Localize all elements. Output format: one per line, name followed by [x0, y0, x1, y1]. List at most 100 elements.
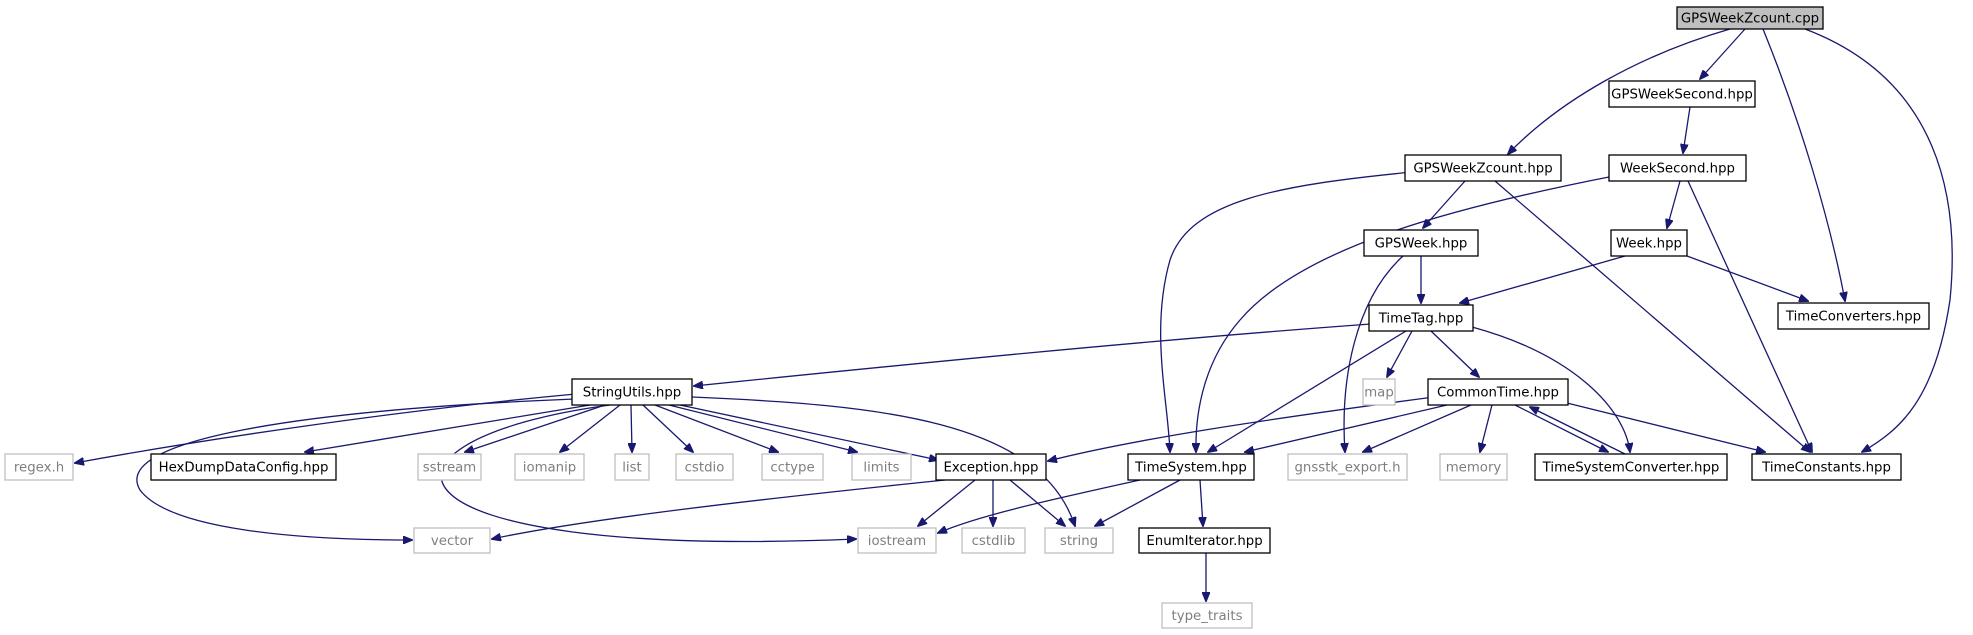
node-box [1608, 154, 1747, 182]
node-label: GPSWeekZcount.hpp [1413, 162, 1552, 177]
node-timetag-hpp[interactable]: TimeTag.hpp [1368, 304, 1474, 332]
edge-commontime-hpp-to-timeconstants-hpp [1566, 402, 1765, 452]
node-timeconverters-hpp[interactable]: TimeConverters.hpp [1777, 302, 1930, 330]
node-exception-hpp[interactable]: Exception.hpp [935, 453, 1047, 481]
node-box [1608, 80, 1756, 108]
node-box [1427, 378, 1569, 406]
node-label: sstream [423, 461, 477, 476]
node-label: string [1060, 534, 1098, 549]
node-gpsweeksecond-hpp[interactable]: GPSWeekSecond.hpp [1608, 80, 1756, 108]
node-label: type_traits [1171, 609, 1242, 624]
node-label: regex.h [14, 461, 64, 476]
edge-week-hpp-to-timetag-hpp [1460, 255, 1626, 303]
node-box [417, 453, 482, 481]
node-box [514, 453, 585, 481]
edge-stringutils-hpp-to-string [691, 396, 1075, 526]
node-enumiterator-hpp[interactable]: EnumIterator.hpp [1138, 527, 1271, 554]
node-week-hpp[interactable]: Week.hpp [1610, 229, 1688, 257]
edge-timetag-hpp-to-timesystem-hpp [1208, 330, 1407, 452]
edge-stringutils-hpp-to-regex-h [75, 393, 577, 463]
node-memory: memory [1439, 453, 1508, 481]
node-label: gnsstk_export.h [1294, 461, 1400, 476]
edge-stringutils-hpp-to-limits [668, 404, 857, 452]
edge-stringutils-hpp-to-hexdumpdataconfig-hpp [305, 404, 591, 452]
node-limits: limits [851, 453, 912, 481]
node-gpsweek-hpp[interactable]: GPSWeek.hpp [1363, 229, 1479, 257]
node-gnsstk-export-h: gnsstk_export.h [1287, 453, 1408, 481]
node-box [614, 453, 650, 481]
edge-gpsweekzcount-hpp-to-gpsweek-hpp [1423, 180, 1466, 228]
node-label: cstdlib [972, 534, 1016, 549]
node-hexdumpdataconfig-hpp[interactable]: HexDumpDataConfig.hpp [150, 453, 337, 481]
node-label: memory [1446, 461, 1502, 476]
node-iostream: iostream [857, 527, 937, 554]
edge-commontime-hpp-to-exception-hpp [1048, 396, 1435, 461]
node-gpsweekzcount-cpp[interactable]: GPSWeekZcount.cpp [1676, 6, 1824, 30]
node-cstdio: cstdio [675, 453, 734, 481]
node-label: StringUtils.hpp [583, 386, 681, 401]
node-label: GPSWeek.hpp [1375, 237, 1468, 252]
node-label: cstdio [685, 461, 725, 476]
edge-gpsweekzcount-hpp-to-timesystem-hpp [1160, 171, 1413, 452]
edge-timetag-hpp-to-commontime-hpp [1430, 330, 1479, 377]
edge-stringutils-hpp-to-iomanip [560, 404, 621, 452]
edge-gpsweekzcount-cpp-to-timeconverters-hpp [1762, 28, 1845, 301]
node-label: iomanip [523, 461, 577, 476]
node-box [413, 527, 491, 554]
edge-exception-hpp-to-vector [492, 479, 946, 539]
nodes-layer: GPSWeekZcount.cppGPSWeekSecond.hppGPSWee… [4, 6, 1930, 629]
node-label: vector [431, 534, 474, 549]
node-box [4, 453, 74, 481]
node-box [1610, 229, 1688, 257]
node-label: TimeConverters.hpp [1785, 310, 1921, 325]
edge-gpsweekzcount-hpp-to-timeconstants-hpp [1494, 180, 1810, 452]
edge-stringutils-hpp-to-exception-hpp [679, 404, 938, 460]
node-timeconstants-hpp[interactable]: TimeConstants.hpp [1751, 453, 1902, 481]
node-label: list [622, 461, 642, 476]
edge-timetag-hpp-to-timesystemconverter-hpp [1471, 326, 1630, 452]
edge-commontime-hpp-to-timesystemconverter-hpp [1514, 404, 1608, 452]
edge-weeksecond-hpp-to-timesystem-hpp [1196, 175, 1615, 452]
edge-timesystem-hpp-to-enumiterator-hpp [1200, 479, 1203, 526]
node-weeksecond-hpp[interactable]: WeekSecond.hpp [1608, 154, 1747, 182]
edge-exception-hpp-to-iostream [918, 479, 976, 526]
edge-stringutils-hpp-to-sstream [465, 404, 606, 452]
edge-stringutils-hpp-to-cstdio [642, 404, 693, 452]
node-box [1439, 453, 1508, 481]
node-box [1751, 453, 1902, 481]
node-type-traits: type_traits [1161, 602, 1253, 629]
node-commontime-hpp[interactable]: CommonTime.hpp [1427, 378, 1569, 406]
node-label: TimeConstants.hpp [1761, 461, 1891, 476]
edge-timesystemconverter-hpp-to-commontime-hpp [1530, 407, 1626, 455]
node-timesystemconverter-hpp[interactable]: TimeSystemConverter.hpp [1534, 453, 1728, 481]
edge-commontime-hpp-to-gnsstk-export-h [1363, 404, 1472, 452]
edge-commontime-hpp-to-timesystem-hpp [1245, 404, 1448, 452]
node-box [1534, 453, 1728, 481]
node-box [961, 527, 1026, 554]
node-box [1138, 527, 1271, 554]
node-stringutils-hpp[interactable]: StringUtils.hpp [571, 378, 693, 406]
node-list: list [614, 453, 650, 481]
node-gpsweekzcount-hpp[interactable]: GPSWeekZcount.hpp [1404, 154, 1562, 182]
edge-gpsweekzcount-cpp-to-timeconstants-hpp [1804, 28, 1953, 452]
node-label: WeekSecond.hpp [1620, 162, 1735, 177]
node-label: GPSWeekSecond.hpp [1611, 88, 1753, 103]
node-label: HexDumpDataConfig.hpp [159, 461, 329, 476]
node-label: cctype [770, 461, 814, 476]
node-label: TimeTag.hpp [1378, 312, 1464, 327]
node-box [761, 453, 824, 481]
node-iomanip: iomanip [514, 453, 585, 481]
edges-layer [75, 28, 1953, 601]
edge-timetag-hpp-to-stringutils-hpp [694, 323, 1372, 386]
node-timesystem-hpp[interactable]: TimeSystem.hpp [1127, 453, 1255, 481]
node-label: iostream [868, 534, 926, 549]
edge-timesystem-hpp-to-iostream [938, 479, 1141, 533]
node-box [935, 453, 1047, 481]
node-cstdlib: cstdlib [961, 527, 1026, 554]
node-cctype: cctype [761, 453, 824, 481]
edge-timesystem-hpp-to-string [1095, 479, 1181, 526]
edge-stringutils-hpp-to-vector [136, 398, 576, 540]
node-label: Exception.hpp [944, 461, 1039, 476]
node-box [1363, 229, 1479, 257]
